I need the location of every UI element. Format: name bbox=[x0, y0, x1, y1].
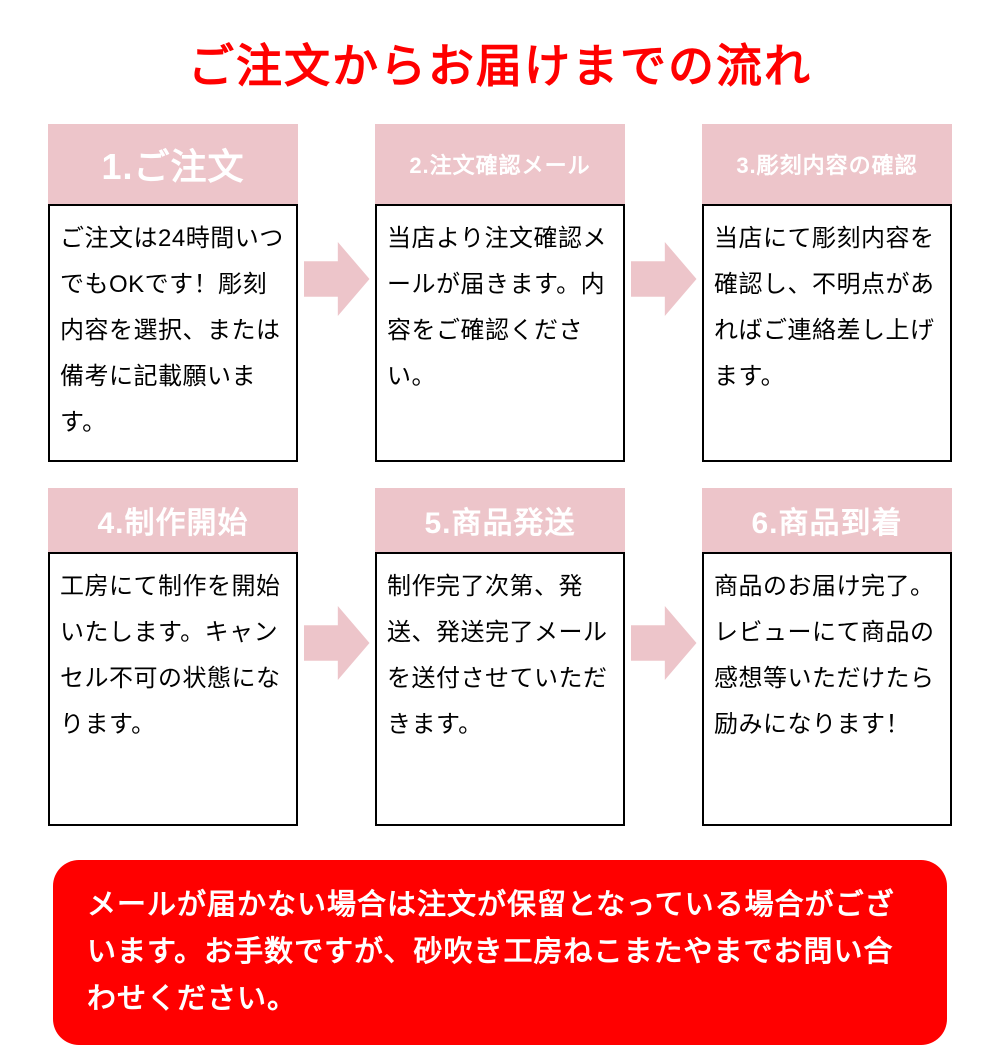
step-box-3: 3.彫刻内容の確認 当店にて彫刻内容を確認し、不明点があればご連絡差し上げます。 bbox=[702, 124, 952, 462]
step-box-6: 6.商品到着 商品のお届け完了。レビューにて商品の感想等いただけたら励みになりま… bbox=[702, 488, 952, 826]
step-4-header: 4.制作開始 bbox=[48, 488, 298, 552]
step-6-header: 6.商品到着 bbox=[702, 488, 952, 552]
step-3-body: 当店にて彫刻内容を確認し、不明点があればご連絡差し上げます。 bbox=[702, 204, 952, 462]
step-4-body: 工房にて制作を開始いたします。キャンセル不可の状態になります。 bbox=[48, 552, 298, 826]
arrow-right-icon bbox=[630, 242, 697, 316]
step-box-1: 1.ご注文 ご注文は24時間いつでもOKです！彫刻内容を選択、または備考に記載願… bbox=[48, 124, 298, 462]
contact-notice-banner: メールが届かない場合は注文が保留となっている場合がございます。お手数ですが、砂吹… bbox=[53, 860, 947, 1045]
flow-arrow-cell-4 bbox=[629, 488, 698, 826]
flow-arrow-cell-3 bbox=[302, 488, 371, 826]
arrow-right-icon bbox=[303, 242, 370, 316]
order-flow-infographic: ご注文からお届けまでの流れ 1.ご注文 ご注文は24時間いつでもOKです！彫刻内… bbox=[48, 40, 952, 1045]
step-box-5: 5.商品発送 制作完了次第、発送、発送完了メールを送付させていただきます。 bbox=[375, 488, 625, 826]
step-2-body: 当店より注文確認メールが届きます。内容をご確認ください。 bbox=[375, 204, 625, 462]
arrow-right-icon bbox=[303, 606, 370, 680]
flow-arrow-cell-2 bbox=[629, 124, 698, 462]
step-5-body: 制作完了次第、発送、発送完了メールを送付させていただきます。 bbox=[375, 552, 625, 826]
step-5-header: 5.商品発送 bbox=[375, 488, 625, 552]
step-2-header: 2.注文確認メール bbox=[375, 124, 625, 204]
step-1-header: 1.ご注文 bbox=[48, 124, 298, 204]
page-title: ご注文からお届けまでの流れ bbox=[188, 40, 812, 92]
step-box-2: 2.注文確認メール 当店より注文確認メールが届きます。内容をご確認ください。 bbox=[375, 124, 625, 462]
step-box-4: 4.制作開始 工房にて制作を開始いたします。キャンセル不可の状態になります。 bbox=[48, 488, 298, 826]
step-6-body: 商品のお届け完了。レビューにて商品の感想等いただけたら励みになります！ bbox=[702, 552, 952, 826]
flow-grid: 1.ご注文 ご注文は24時間いつでもOKです！彫刻内容を選択、または備考に記載願… bbox=[48, 124, 952, 826]
step-3-header: 3.彫刻内容の確認 bbox=[702, 124, 952, 204]
step-1-body: ご注文は24時間いつでもOKです！彫刻内容を選択、または備考に記載願います。 bbox=[48, 204, 298, 462]
flow-arrow-cell-1 bbox=[302, 124, 371, 462]
arrow-right-icon bbox=[630, 606, 697, 680]
